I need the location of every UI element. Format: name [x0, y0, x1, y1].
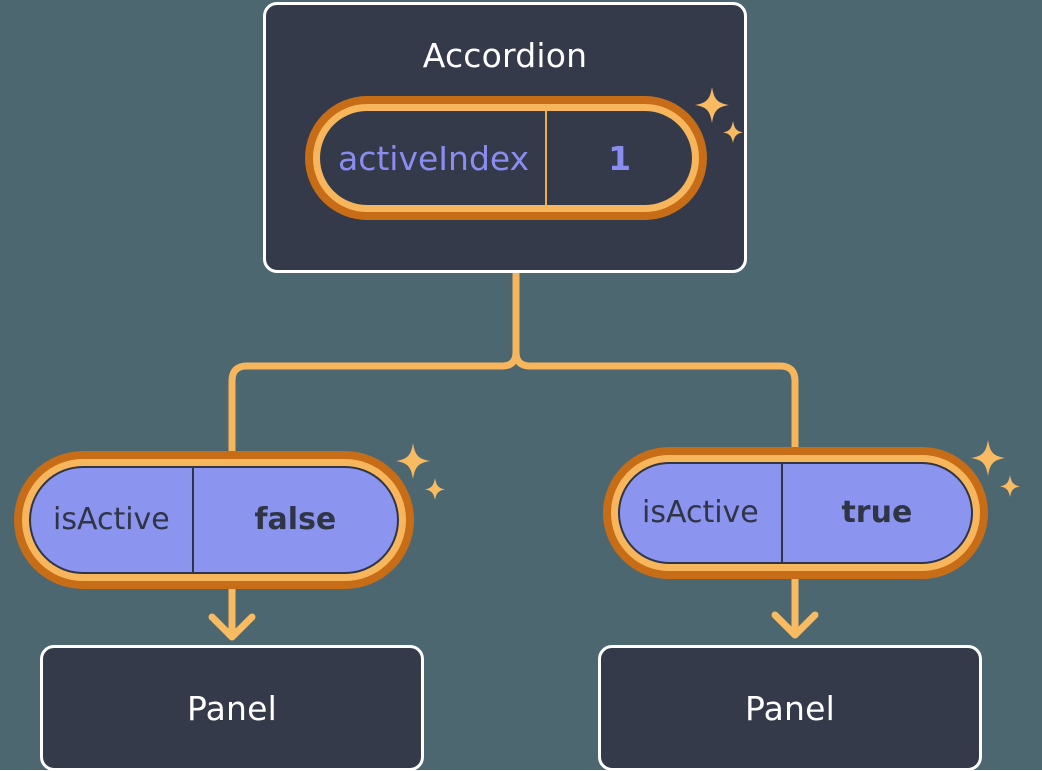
connector-tree — [228, 269, 799, 456]
state-key-label: isActive — [642, 495, 759, 530]
state-value-label: false — [191, 468, 397, 572]
pill-inner-ring: isActive true — [611, 455, 980, 571]
state-value-label: 1 — [545, 111, 692, 205]
state-pill-is-active-right[interactable]: isActive true — [603, 447, 988, 579]
pill-inner-ring: isActive false — [22, 459, 406, 581]
panel-card-title: Panel — [744, 688, 836, 728]
arrow-down-icon-left — [208, 582, 256, 641]
pill-body: activeIndex 1 — [320, 111, 692, 205]
pill-body: isActive true — [618, 462, 973, 564]
arrow-down-icon-right — [771, 578, 819, 639]
panel-card-left[interactable]: Panel — [40, 645, 424, 771]
panel-card-right[interactable]: Panel — [598, 645, 982, 771]
panel-card-title: Panel — [186, 688, 278, 728]
state-key-label: activeIndex — [338, 138, 530, 178]
state-key-label: isActive — [53, 502, 170, 537]
state-pill-active-index[interactable]: activeIndex 1 — [305, 96, 707, 220]
pill-body: isActive false — [29, 466, 399, 574]
state-value-label: true — [780, 464, 971, 562]
state-pill-is-active-left[interactable]: isActive false — [14, 451, 414, 589]
accordion-card-title: Accordion — [422, 36, 588, 75]
pill-inner-ring: activeIndex 1 — [313, 104, 699, 212]
